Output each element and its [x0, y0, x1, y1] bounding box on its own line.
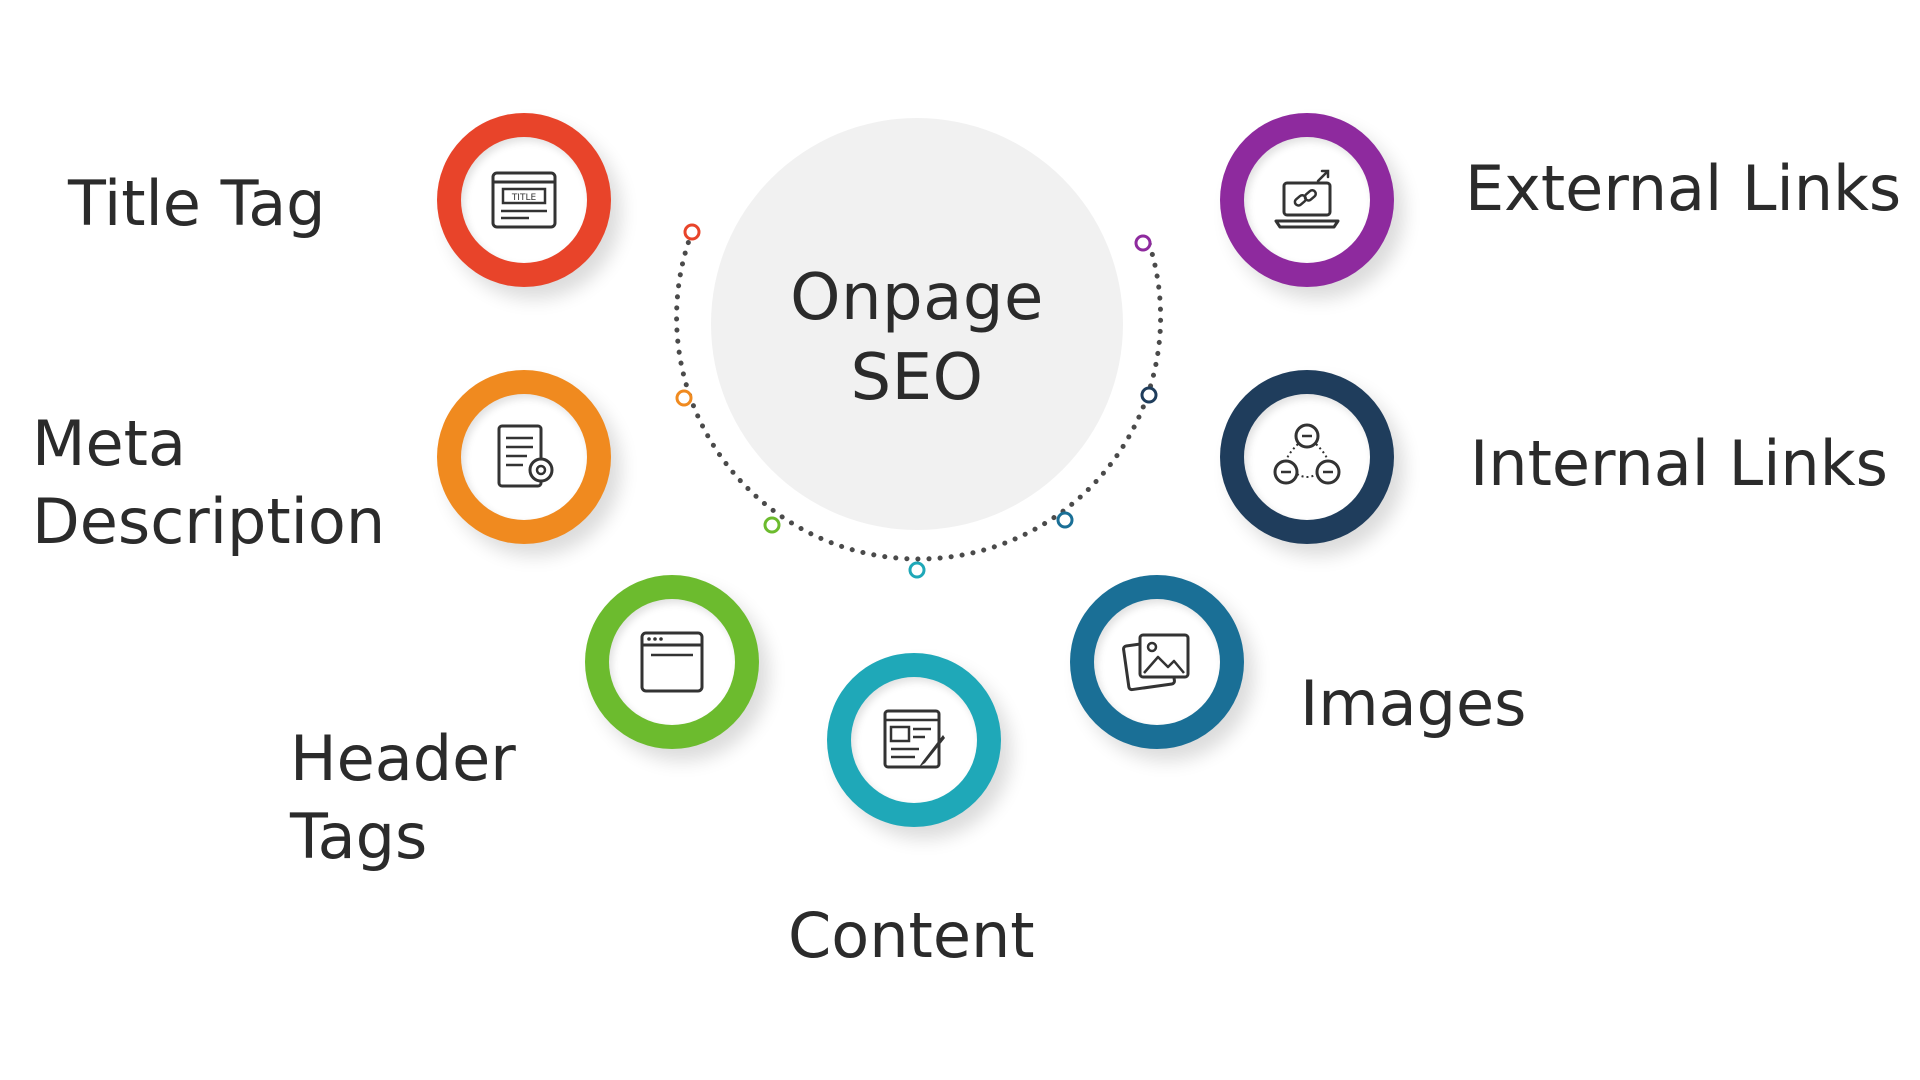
svg-text:TITLE: TITLE — [511, 193, 537, 203]
arc-marker-purple — [1134, 234, 1152, 252]
title-tag-node: TITLE — [437, 113, 611, 287]
arc-marker-teal — [908, 561, 926, 579]
content-node — [827, 653, 1001, 827]
arc-marker-orange — [675, 389, 693, 407]
internal-links-label: Internal Links — [1470, 427, 1888, 500]
document-gear-icon — [497, 424, 554, 488]
arc-marker-navy — [1140, 386, 1158, 404]
browser-window-icon — [640, 631, 704, 693]
internal-links-node — [1220, 370, 1394, 544]
images-node — [1070, 575, 1244, 749]
external-links-label: External Links — [1465, 152, 1902, 225]
center-disc — [711, 118, 1123, 530]
title-tag-label: Title Tag — [68, 167, 326, 240]
images-label: Images — [1300, 667, 1527, 740]
header-tags-label: Header Tags — [290, 722, 516, 873]
center-title-line1: Onpage — [790, 261, 1044, 335]
meta-description-label: Meta Description — [32, 407, 386, 558]
arc-marker-red — [683, 223, 701, 241]
image-stack-icon — [1122, 633, 1190, 692]
meta-description-node — [437, 370, 611, 544]
arc-marker-green — [763, 516, 781, 534]
center-title-line2: SEO — [850, 341, 984, 415]
arc-marker-blue — [1056, 511, 1074, 529]
header-tags-node — [585, 575, 759, 749]
linked-nodes-icon — [1273, 423, 1341, 485]
content-label: Content — [788, 899, 1035, 972]
article-pen-icon — [883, 709, 945, 769]
title-window-icon: TITLE — [491, 171, 557, 229]
external-links-node — [1220, 113, 1394, 287]
laptop-link-icon — [1274, 169, 1340, 229]
center-title: Onpage SEO — [711, 258, 1123, 418]
